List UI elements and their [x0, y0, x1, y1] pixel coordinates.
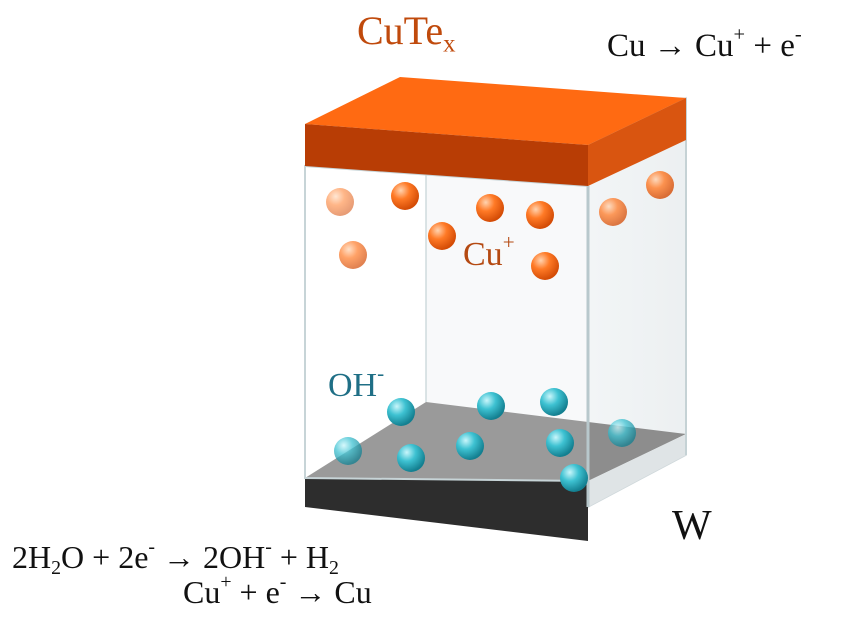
- cation-label: Cu+: [463, 232, 515, 273]
- cathode-reaction-2-product: Cu: [334, 574, 372, 610]
- cation-label-base: Cu: [463, 236, 503, 273]
- anode-reaction-reactant: Cu: [607, 28, 646, 64]
- cathode-reaction-1-water-sub: 2: [51, 556, 62, 579]
- top-electrode-top-face: [305, 77, 686, 145]
- cu-ion-sphere: [526, 201, 554, 229]
- bottom-electrode-label: W: [672, 503, 712, 549]
- oh-ion-sphere: [477, 392, 505, 420]
- anion-label: OH-: [328, 363, 384, 404]
- cation-label-charge: +: [502, 230, 515, 255]
- anode-reaction-plus: +: [753, 28, 772, 64]
- anion-label-base: OH: [328, 367, 378, 404]
- cathode-reaction-2: Cu+ + e- → Cu: [183, 572, 372, 610]
- bottom-electrode-right-face: [588, 434, 686, 507]
- cu-ion-sphere: [391, 182, 419, 210]
- cu-ion-sphere: [599, 198, 627, 226]
- anode-reaction-ion: Cu: [695, 28, 734, 64]
- top-electrode-label-sub: x: [443, 30, 456, 58]
- anode-reaction-arrow: →: [653, 28, 687, 64]
- anode-reaction-electron-charge: -: [794, 23, 802, 46]
- cathode-reaction-1-oxygen: O + 2e: [61, 539, 149, 575]
- cu-ion-sphere: [646, 171, 674, 199]
- cathode-reaction-1-hydroxide-charge: -: [265, 536, 272, 559]
- oh-ion-sphere: [334, 437, 362, 465]
- cathode-reaction-1-arrow: →: [163, 539, 195, 575]
- cathode-reaction-1-hydroxide: 2OH: [203, 539, 266, 575]
- cathode-reaction-1-electron-charge: -: [148, 536, 155, 559]
- cathode-reaction-1-hydrogen: + H: [279, 539, 329, 575]
- cathode-reaction-2-arrow: →: [294, 574, 327, 610]
- bottom-electrode-front-face: [305, 478, 588, 541]
- cu-ion-sphere: [476, 194, 504, 222]
- oh-ion-sphere: [546, 429, 574, 457]
- cathode-reaction-2-electron-charge: -: [279, 571, 287, 594]
- cu-ions: [326, 171, 674, 280]
- top-electrode-label-base: CuTe: [357, 8, 444, 53]
- anode-reaction: Cu → Cu+ + e-: [607, 24, 802, 64]
- oh-ion-sphere: [387, 398, 415, 426]
- cathode-reaction-2-electron: + e: [239, 574, 280, 610]
- top-electrode-label: CuTex: [357, 8, 455, 57]
- cathode-reaction-1-hydrogen-sub: 2: [328, 556, 339, 579]
- oh-ion-sphere: [608, 419, 636, 447]
- oh-ion-sphere: [397, 444, 425, 472]
- cu-ion-sphere: [326, 188, 354, 216]
- oh-ion-sphere: [540, 388, 568, 416]
- oh-ion-sphere: [560, 464, 588, 492]
- cathode-reaction-1-water: 2H: [12, 539, 52, 575]
- cu-ion-sphere: [428, 222, 456, 250]
- cathode-reaction-2-ion: Cu: [183, 574, 221, 610]
- top-electrode-front-face: [305, 124, 588, 186]
- oh-ions: [334, 388, 636, 492]
- cu-ion-sphere: [531, 252, 559, 280]
- top-electrode-right-face: [588, 98, 686, 186]
- cathode-reaction-1: 2H2O + 2e- → 2OH- + H2: [12, 537, 339, 578]
- cathode-reaction-2-ion-charge: +: [220, 571, 232, 594]
- cu-ion-sphere: [339, 241, 367, 269]
- anion-label-charge: -: [377, 361, 385, 386]
- oh-ion-sphere: [456, 432, 484, 460]
- anode-reaction-ion-charge: +: [733, 23, 746, 46]
- anode-reaction-electron: e: [780, 28, 795, 64]
